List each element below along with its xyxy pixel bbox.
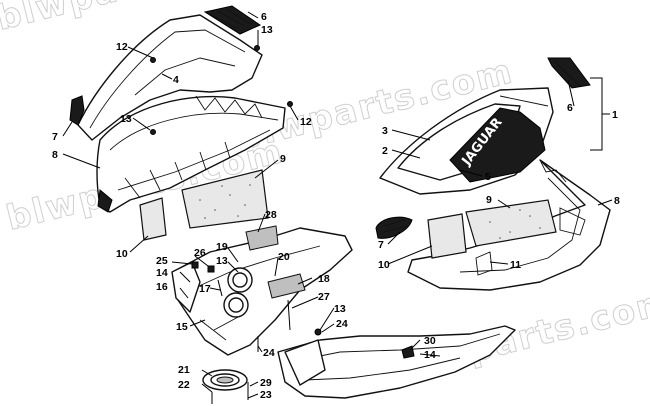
foam-pad-right — [465, 199, 557, 247]
foam-pad-left — [181, 169, 269, 229]
screw-27 — [287, 299, 291, 331]
callout-12-top: 12 — [116, 41, 128, 53]
callout-24-left: 24 — [263, 347, 275, 359]
callout-7-left: 7 — [52, 131, 58, 143]
rivet-13-left — [150, 129, 156, 135]
vent-grommet-right — [375, 216, 413, 239]
callout-18: 18 — [318, 273, 330, 285]
pad-28 — [245, 225, 279, 251]
callout-10-left: 10 — [116, 248, 128, 260]
callout-21: 21 — [178, 364, 190, 376]
belly-pan — [277, 325, 516, 399]
callout-19: 19 — [216, 241, 228, 253]
leader-lines — [62, 11, 613, 399]
callout-8-right: 8 — [614, 195, 620, 207]
hood-right: JAGUAR — [379, 87, 554, 195]
callout-2: 2 — [382, 145, 388, 157]
callout-10-right: 10 — [378, 259, 390, 271]
air-box-ring — [202, 369, 248, 391]
callout-11: 11 — [510, 259, 521, 271]
callout-labels: 6 13 12 4 13 12 7 8 9 10 1 6 3 2 5 8 9 7… — [52, 11, 620, 401]
rivet-25 — [191, 261, 199, 269]
side-pad-left — [139, 197, 167, 241]
callout-25: 25 — [156, 255, 168, 267]
callout-13-bottom: 13 — [216, 255, 228, 267]
callout-14-left: 14 — [156, 267, 168, 279]
rivet-12-right — [287, 101, 293, 107]
callout-27: 27 — [318, 291, 330, 303]
callout-12-right: 12 — [300, 116, 312, 128]
callout-13-top: 13 — [261, 24, 273, 36]
callout-29: 29 — [260, 377, 272, 389]
callout-3: 3 — [382, 125, 388, 137]
callout-13-right: 13 — [334, 303, 346, 315]
callout-24-right: 24 — [336, 318, 348, 330]
callout-4: 4 — [173, 74, 179, 86]
callout-8-left: 8 — [52, 149, 58, 161]
callout-17: 17 — [199, 283, 211, 295]
windshield-grommet-left — [69, 95, 85, 126]
windshield-right-line — [554, 61, 581, 87]
callout-9-right: 9 — [486, 194, 492, 206]
callout-9-left: 9 — [280, 153, 286, 165]
callout-22: 22 — [178, 379, 190, 391]
callout-14-right: 14 — [424, 349, 436, 361]
callout-20: 20 — [278, 251, 290, 263]
callout-30: 30 — [424, 335, 436, 347]
callout-6-right: 6 — [567, 102, 573, 114]
callout-26: 26 — [194, 247, 206, 259]
callout-7-right: 7 — [378, 239, 384, 251]
nut-24-right — [314, 328, 322, 336]
callout-1: 1 — [612, 109, 618, 121]
callout-16: 16 — [156, 281, 168, 293]
callout-28: 28 — [265, 209, 277, 221]
callout-6-left: 6 — [261, 11, 267, 23]
callout-13-mid: 13 — [120, 113, 132, 125]
callout-23: 23 — [260, 389, 272, 401]
rivet-12-left — [150, 57, 156, 63]
rivet-13-upper — [254, 45, 260, 51]
callout-15: 15 — [176, 321, 188, 333]
rivet-26 — [207, 265, 215, 273]
callout-5: 5 — [485, 171, 491, 183]
side-pad-right — [427, 213, 467, 259]
bolt-17 — [217, 279, 223, 297]
vent-slots — [382, 219, 408, 233]
